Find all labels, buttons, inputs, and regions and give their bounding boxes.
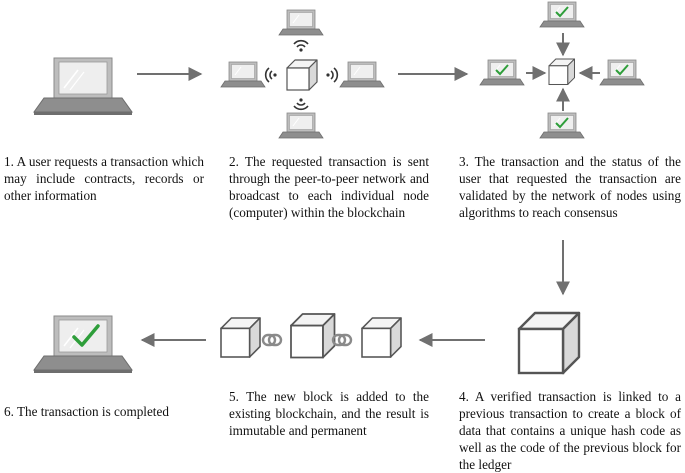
validation-group xyxy=(480,2,644,138)
laptop-icon xyxy=(540,2,584,27)
laptop-icon xyxy=(540,113,584,138)
wireless-signal-icon xyxy=(325,67,339,83)
wireless-signal-icon xyxy=(293,97,309,111)
block-cube-icon xyxy=(290,313,336,359)
block-cube-icon xyxy=(517,311,581,375)
step-2-caption: 2. The requested transaction is sent thr… xyxy=(229,154,429,220)
wireless-signal-icon xyxy=(293,39,309,53)
step-4-caption: 4. A verified transaction is linked to a… xyxy=(459,389,681,472)
block-cube-icon xyxy=(286,59,318,91)
block-cube-icon xyxy=(361,317,402,358)
broadcast-group xyxy=(220,9,385,139)
laptop-icon xyxy=(278,9,324,36)
step-3-caption: 3. The transaction and the status of the… xyxy=(459,154,681,220)
check-icon xyxy=(72,324,100,347)
blockchain-group xyxy=(220,313,402,359)
laptop-icon xyxy=(220,61,266,88)
wireless-signal-icon xyxy=(264,67,278,83)
laptop-icon xyxy=(600,60,644,85)
laptop-icon xyxy=(33,57,133,116)
step-5-caption: 5. The new block is added to the existin… xyxy=(229,389,429,438)
laptop-icon xyxy=(339,61,385,88)
block-cube-icon xyxy=(220,317,261,358)
chain-link-icon xyxy=(261,333,283,347)
completed-laptop xyxy=(33,315,133,374)
laptop-icon xyxy=(278,112,324,139)
laptop-icon xyxy=(480,60,524,85)
step-6-caption: 6. The transaction is completed xyxy=(4,404,169,419)
block-cube-icon xyxy=(548,58,576,86)
chain-link-icon xyxy=(331,333,353,347)
step-1-caption: 1. A user requests a transaction which m… xyxy=(4,154,204,203)
